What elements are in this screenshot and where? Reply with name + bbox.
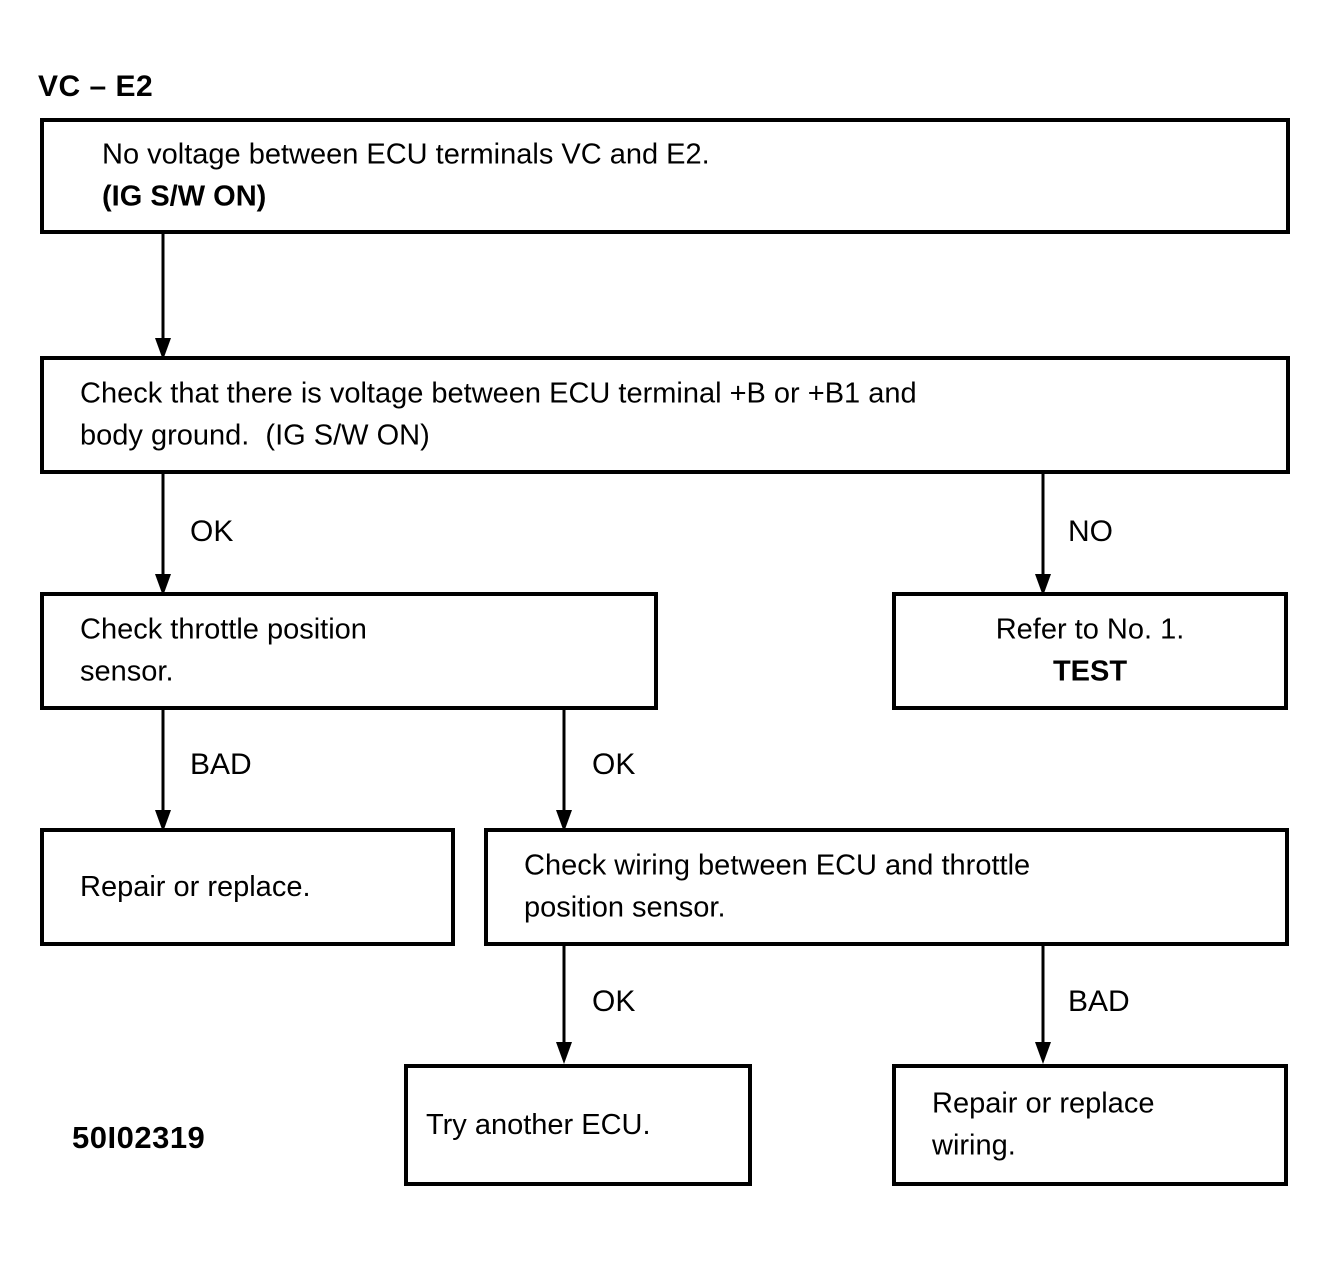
node-check-throttle-position-sensor: Check throttle position sensor. (40, 592, 658, 710)
edge-label-ok-n6-n7: OK (592, 985, 636, 1018)
node-text: Check wiring between ECU and throttle po… (488, 845, 1285, 930)
connector-stem (562, 946, 566, 1042)
node-line-1: Repair or replace (932, 1087, 1155, 1120)
arrowhead-icon (155, 338, 171, 360)
node-line-2: TEST (1052, 656, 1128, 688)
arrowhead-icon (155, 574, 171, 596)
node-text: Check throttle position sensor. (44, 609, 654, 694)
node-line-2: wiring. (932, 1130, 1016, 1162)
node-text: Refer to No. 1. TEST (896, 609, 1284, 694)
node-repair-or-replace: Repair or replace. (40, 828, 455, 946)
connector-stem (1041, 946, 1045, 1042)
page-title: VC – E2 (38, 70, 154, 103)
edge-label-bad-n6-n8: BAD (1068, 985, 1130, 1018)
node-text: No voltage between ECU terminals VC and … (44, 134, 1286, 219)
connector-stem (562, 710, 566, 810)
connector-stem (161, 474, 165, 574)
node-line-2: sensor. (80, 656, 174, 688)
arrowhead-icon (155, 810, 171, 832)
node-text: Repair or replace. (44, 866, 451, 908)
node-line-1: Check throttle position (80, 613, 367, 646)
node-line-1: Check wiring between ECU and throttle (524, 849, 1031, 882)
node-check-voltage-b-ground: Check that there is voltage between ECU … (40, 356, 1290, 474)
edge-label-ok-n3-n6: OK (592, 748, 636, 781)
node-check-wiring-ecu-throttle: Check wiring between ECU and throttle po… (484, 828, 1289, 946)
arrowhead-icon (556, 1042, 572, 1064)
node-line-1: Refer to No. 1. (995, 613, 1185, 646)
node-no-voltage-vc-e2: No voltage between ECU terminals VC and … (40, 118, 1290, 234)
figure-number-caption: 50I02319 (72, 1120, 206, 1155)
connector-stem (161, 710, 165, 810)
arrowhead-icon (1035, 1042, 1051, 1064)
node-line-2: body ground. (IG S/W ON) (80, 420, 430, 452)
node-text: Check that there is voltage between ECU … (44, 373, 1286, 458)
edge-label-bad-n3-n5: BAD (190, 748, 252, 781)
node-refer-to-no-1-test: Refer to No. 1. TEST (892, 592, 1288, 710)
node-line-1: Try another ECU. (426, 1108, 651, 1141)
node-line-1: Check that there is voltage between ECU … (80, 377, 917, 410)
node-line-2: (IG S/W ON) (102, 181, 267, 213)
edge-label-no-n2-n4: NO (1068, 515, 1113, 548)
connector-stem (1041, 474, 1045, 574)
node-line-1: Repair or replace. (80, 870, 311, 903)
node-line-2: position sensor. (524, 892, 726, 924)
node-repair-or-replace-wiring: Repair or replace wiring. (892, 1064, 1288, 1186)
arrowhead-icon (556, 810, 572, 832)
node-text: Repair or replace wiring. (896, 1083, 1284, 1168)
node-text: Try another ECU. (408, 1104, 748, 1146)
edge-label-ok-n2-n3: OK (190, 515, 234, 548)
node-line-1: No voltage between ECU terminals VC and … (102, 138, 710, 171)
connector-stem (161, 234, 165, 338)
arrowhead-icon (1035, 574, 1051, 596)
node-try-another-ecu: Try another ECU. (404, 1064, 752, 1186)
